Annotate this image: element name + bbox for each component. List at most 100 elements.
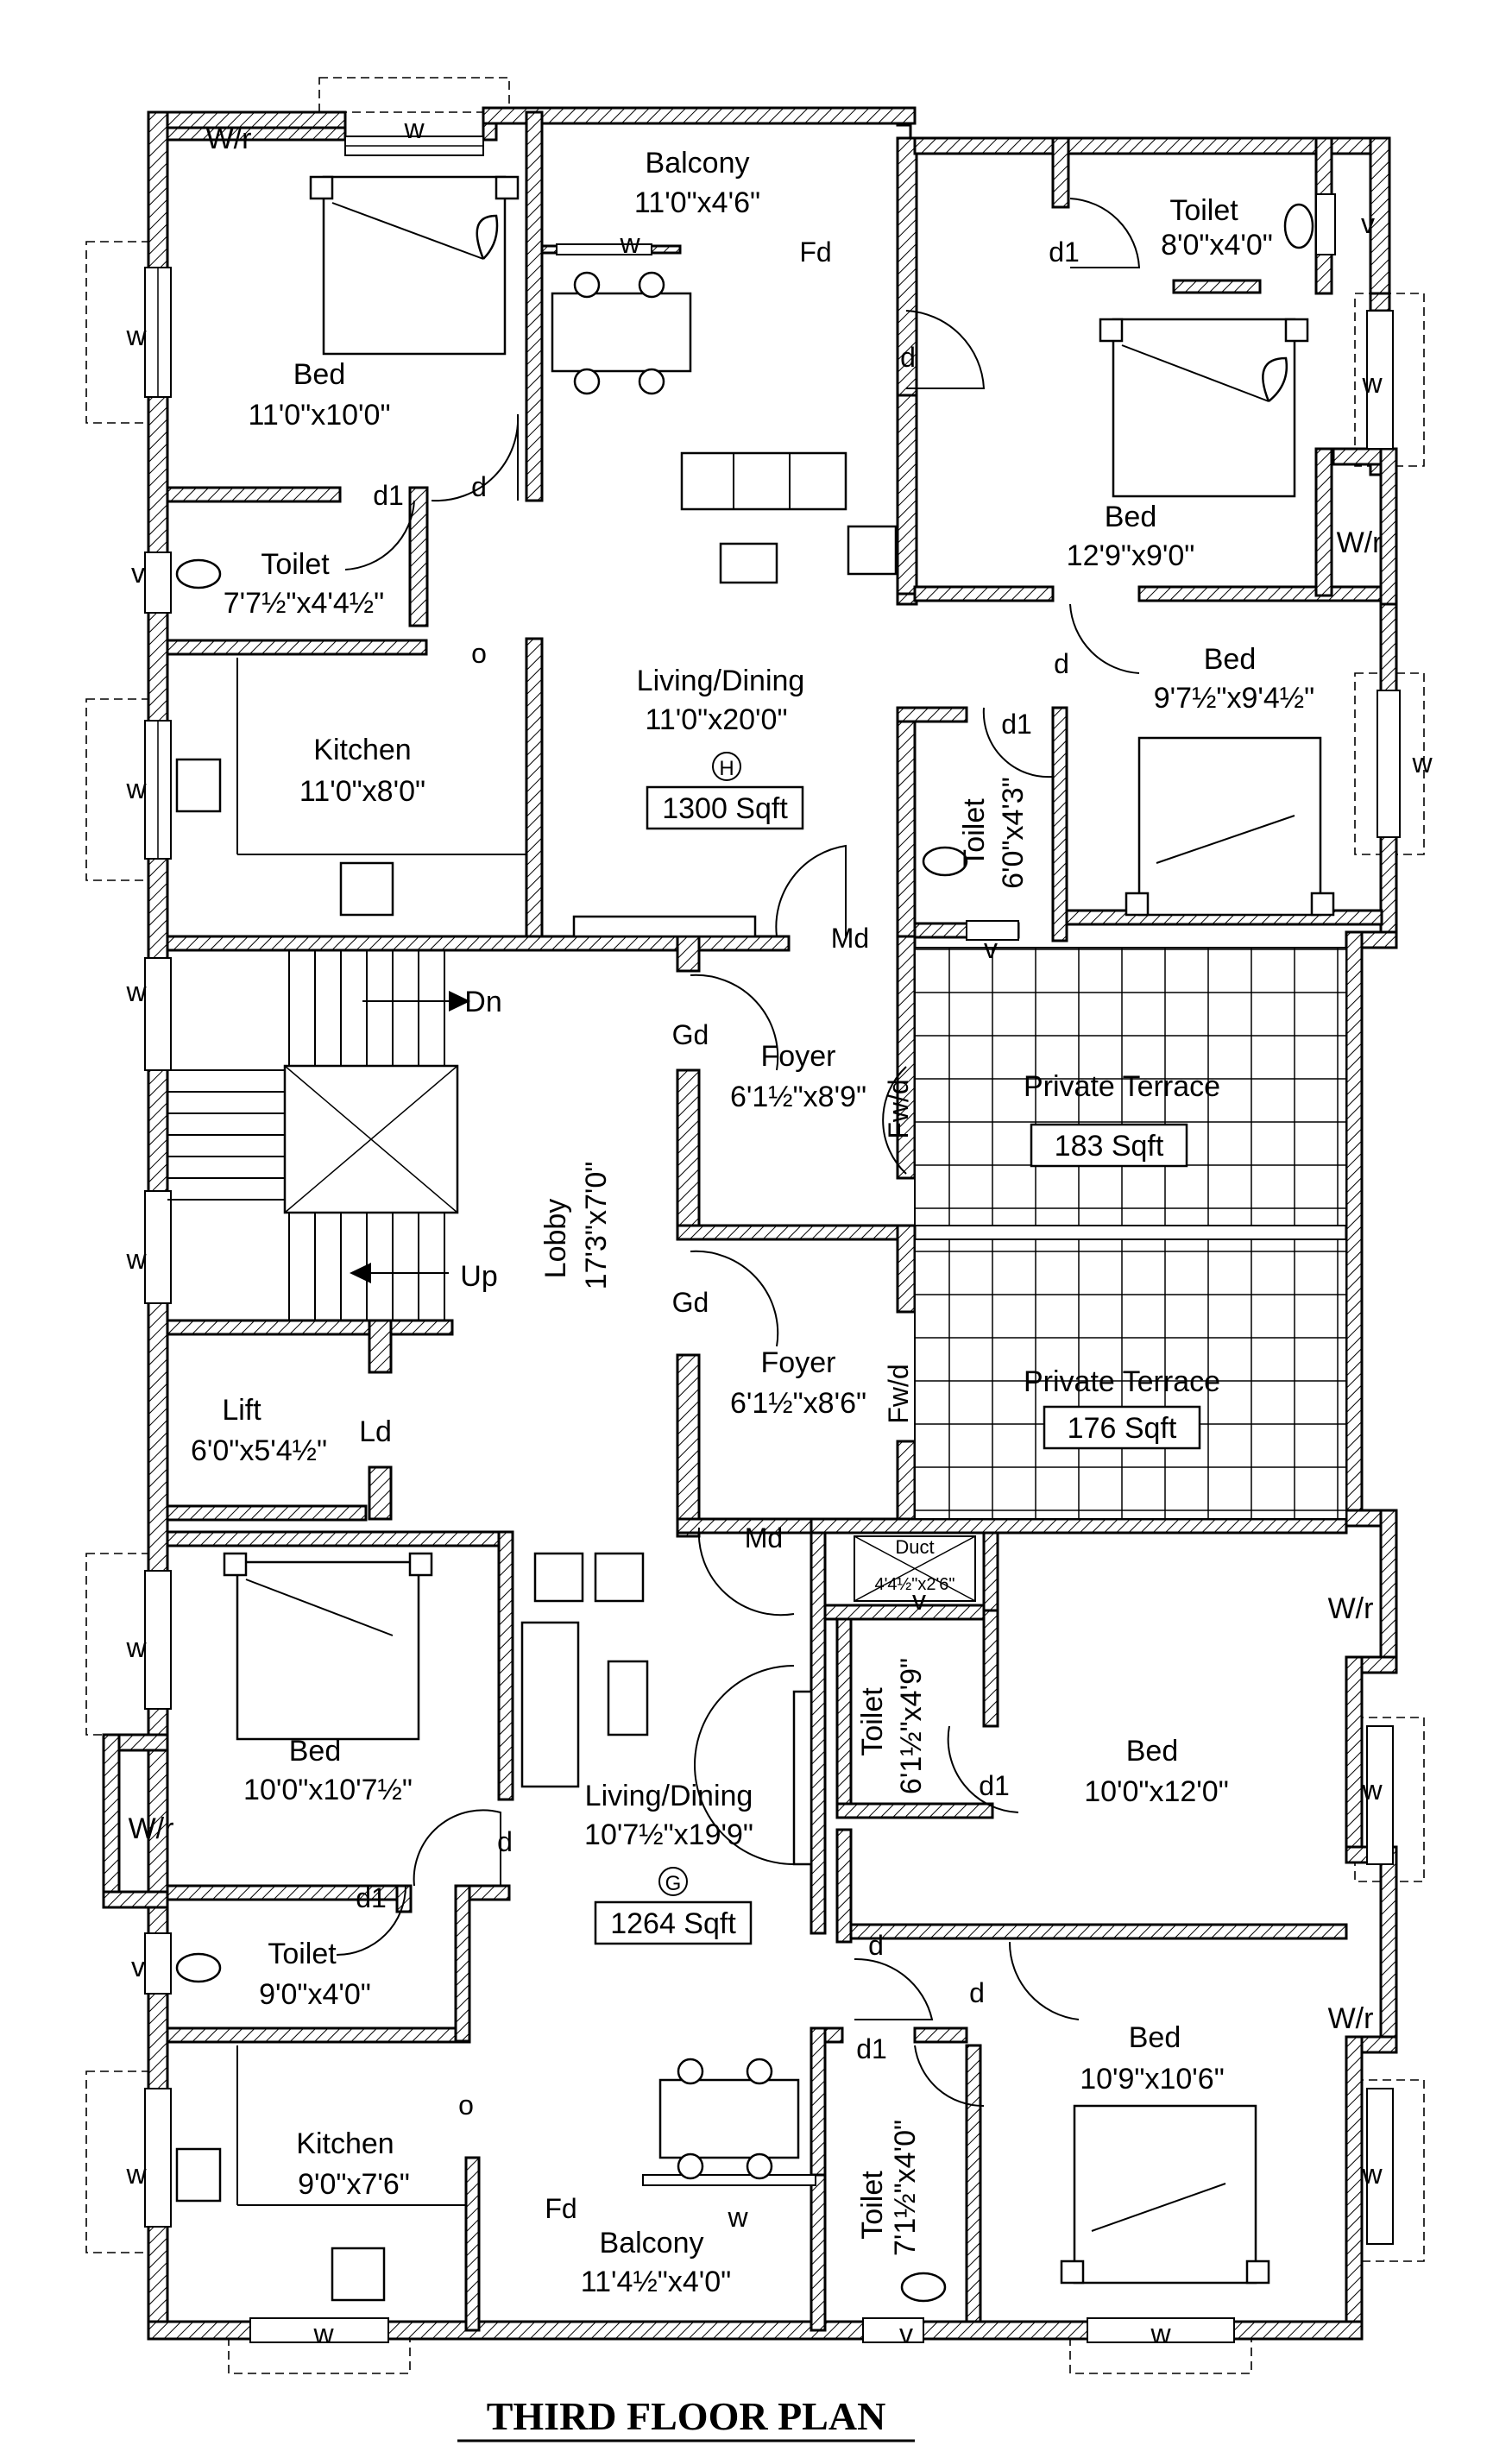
door-label: d: [868, 1930, 884, 1961]
room-toilet3-size: 6'0"x4'3": [997, 777, 1030, 889]
window-label: w: [1411, 747, 1433, 778]
room-toilet6: Toilet: [856, 2171, 889, 2240]
door-label: d: [969, 1977, 985, 2008]
window-label: w: [125, 1632, 147, 1663]
room-wr5: W/r: [1328, 2002, 1374, 2035]
room-bed5: Bed: [1126, 1735, 1179, 1768]
window-label: w: [1150, 2318, 1171, 2349]
window-label: w: [125, 2159, 147, 2190]
room-bed1-size: 11'0"x10'0": [248, 399, 390, 432]
ventilator-label: v: [131, 558, 145, 589]
ventilator-label: v: [131, 1951, 145, 1982]
room-wr3: W/r: [129, 1812, 174, 1845]
stairs-up: Up: [460, 1260, 497, 1293]
room-kitchen1: Kitchen: [313, 734, 411, 766]
stove-icon: [339, 861, 394, 917]
duct-size: 4'4½"x2'6": [874, 1575, 954, 1594]
window-label: w: [125, 976, 147, 1007]
room-bed6-size: 10'9"x10'6": [1080, 2063, 1225, 2096]
flat-h-badge-circle: [712, 752, 741, 781]
toilet-icon: [175, 1952, 222, 1983]
flat-g-area: 1264 Sqft: [610, 1907, 736, 1940]
room-bed2-size: 12'9"x9'0": [1067, 539, 1195, 572]
room-living2-size: 10'7½"x19'9": [584, 1818, 753, 1851]
lift-door: Ld: [359, 1415, 392, 1448]
room-bed4-size: 10'0"x10'7½": [243, 1774, 413, 1806]
room-toilet4: Toilet: [268, 1938, 337, 1970]
flat-g-badge-circle: [658, 1867, 688, 1896]
sofa-icon: [520, 1621, 580, 1788]
french-window-door-label: Fw/d: [883, 1364, 914, 1423]
door-label: d: [471, 471, 487, 502]
furniture: [175, 175, 1335, 2303]
door-small-label: d1: [1001, 709, 1032, 740]
main-door-label: Md: [831, 923, 869, 954]
room-toilet2-size: 8'0"x4'0": [1161, 229, 1273, 262]
toilet-icon: [175, 558, 222, 589]
duct-name: Duct: [895, 1536, 934, 1558]
window-label: w: [125, 1244, 147, 1275]
door-label: d: [497, 1826, 513, 1857]
window-label: w: [403, 113, 425, 144]
door-small-label: d1: [856, 2033, 887, 2064]
room-toilet1-size: 7'7½"x4'4½": [224, 587, 384, 620]
room-living2: Living/Dining: [585, 1780, 753, 1812]
lift-size: 6'0"x5'4½": [191, 1434, 327, 1467]
door-swings: [336, 198, 1141, 2108]
bed-icon: [1112, 318, 1296, 498]
door-label: d: [900, 342, 916, 373]
room-living1: Living/Dining: [637, 665, 805, 697]
room-bed2: Bed: [1105, 501, 1157, 533]
foyer-bottom-size: 6'1½"x8'6": [730, 1387, 866, 1420]
grill-door-label: Gd: [672, 1019, 709, 1050]
lift-name: Lift: [222, 1394, 261, 1427]
room-kitchen2: Kitchen: [296, 2127, 394, 2160]
lobby-name: Lobby: [539, 1199, 572, 1279]
sink-icon: [175, 2147, 222, 2203]
toilet-icon: [922, 846, 968, 877]
ventilator-label: v: [1361, 208, 1375, 239]
window-label: w: [125, 773, 147, 804]
window-label: w: [619, 228, 640, 259]
room-bed4: Bed: [289, 1735, 342, 1768]
toilet-icon: [900, 2272, 947, 2303]
sofa-icon: [680, 451, 847, 511]
room-balcony1: Balcony: [646, 147, 750, 180]
room-toilet4-size: 9'0"x4'0": [259, 1978, 371, 2011]
room-living1-size: 11'0"x20'0": [645, 703, 787, 736]
duct: [854, 1535, 976, 1602]
terrace-bottom-area-box: [1043, 1405, 1201, 1450]
flat-h-badge: H: [719, 757, 734, 780]
opening-labels: w w w w w w w w w w w w w w w v v v v v …: [125, 113, 1433, 2349]
room-wr2: W/r: [1337, 526, 1383, 559]
room-toilet3: Toilet: [958, 798, 991, 867]
french-door-label: Fd: [545, 2193, 576, 2224]
bed-icon: [322, 175, 507, 356]
window-label: w: [1361, 1774, 1383, 1806]
room-toilet1: Toilet: [261, 548, 330, 581]
door-small-label: d1: [979, 1770, 1010, 1801]
opening-label: o: [471, 638, 487, 669]
room-toilet6-size: 7'1½"x4'0": [889, 2120, 922, 2256]
windows: [144, 136, 1401, 2343]
bed-icon: [1073, 2104, 1257, 2285]
room-toilet5: Toilet: [856, 1687, 889, 1756]
room-kitchen2-size: 9'0"x7'6": [298, 2168, 410, 2201]
bed-icon: [1137, 736, 1322, 917]
dining-table-icon: [658, 2078, 800, 2159]
door-small-label: d1: [373, 480, 404, 511]
room-balcony1-size: 11'0"x4'6": [634, 186, 760, 219]
room-wr4: W/r: [1328, 1592, 1374, 1625]
sink-icon: [175, 758, 222, 813]
terrace-top-name: Private Terrace: [1024, 1070, 1220, 1103]
plan-title: THIRD FLOOR PLAN: [487, 2394, 886, 2438]
room-wr1: W/r: [206, 123, 252, 155]
room-bed3: Bed: [1204, 643, 1257, 676]
ventilator-label: v: [899, 2318, 913, 2349]
lobby-size: 17'3"x7'0": [580, 1162, 613, 1290]
room-balcony2-size: 11'4½"x4'0": [581, 2266, 732, 2298]
door-label: d: [1054, 648, 1069, 679]
flat-h-area: 1300 Sqft: [662, 792, 788, 825]
room-bed1: Bed: [293, 358, 346, 391]
